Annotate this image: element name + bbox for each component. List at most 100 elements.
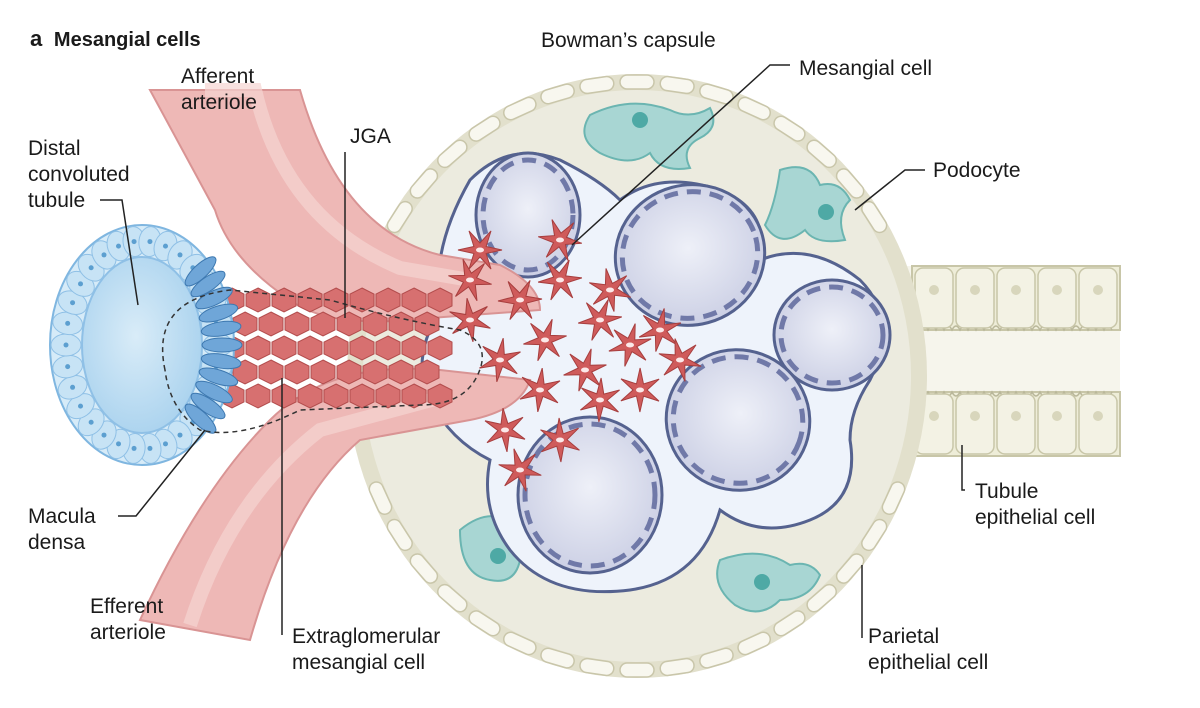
tubule-cell bbox=[955, 393, 995, 455]
macula-label-line1: Macula bbox=[28, 505, 96, 528]
efferent-label-line2: arteriole bbox=[90, 621, 166, 644]
mesangial-cell-nucleus bbox=[596, 397, 604, 403]
parietal-cell bbox=[737, 631, 771, 656]
extraglomerular-cell bbox=[310, 359, 336, 385]
extraglomerular-label-line2: mesangial cell bbox=[292, 651, 426, 674]
tubule-epithelial-label-line2: epithelial cell bbox=[975, 506, 1096, 529]
macula-densa-cell bbox=[198, 367, 239, 387]
extraglomerular-cell bbox=[284, 311, 310, 337]
parietal-cell bbox=[659, 75, 695, 95]
extraglomerular-mesangial-cells bbox=[219, 287, 453, 409]
mesangial-cell-nucleus bbox=[536, 387, 544, 393]
extraglomerular-label-line1: Extraglomerular bbox=[292, 625, 441, 648]
extraglomerular-cell bbox=[349, 335, 375, 361]
extraglomerular-cell bbox=[427, 335, 453, 361]
extraglomerular-cell bbox=[362, 311, 388, 337]
mesangial-cell-nucleus bbox=[496, 357, 504, 363]
distal-label-line1: Distal bbox=[28, 137, 81, 160]
macula-densa-cell bbox=[200, 320, 242, 337]
mesangial-cell-nucleus bbox=[626, 342, 634, 348]
mesangial-cell-nucleus bbox=[656, 327, 664, 333]
panel-letter: a bbox=[30, 26, 43, 51]
macula-densa-cell bbox=[195, 380, 233, 404]
parietal-cell bbox=[437, 583, 468, 613]
mesangial-cell-nucleus bbox=[501, 427, 509, 433]
extraglomerular-cell bbox=[362, 359, 388, 385]
efferent-arteriole bbox=[138, 367, 532, 642]
mesangial-cell-nucleus bbox=[636, 387, 644, 393]
extraglomerular-cell bbox=[245, 335, 271, 361]
extraglomerular-cell bbox=[401, 335, 427, 361]
extraglomerular-cell bbox=[310, 311, 336, 337]
extraglomerular-cell bbox=[349, 287, 375, 313]
afferent-label-line1: Afferent bbox=[181, 65, 255, 88]
extraglomerular-cell bbox=[401, 383, 427, 409]
extraglomerular-cell bbox=[245, 383, 271, 409]
distal-label-line2: convoluted bbox=[28, 163, 130, 186]
tubule-cell bbox=[1037, 393, 1077, 455]
parietal-cell bbox=[881, 481, 906, 515]
extraglomerular-cell bbox=[349, 383, 375, 409]
panel-title: Mesangial cells bbox=[53, 29, 201, 51]
extraglomerular-cell bbox=[284, 359, 310, 385]
parietal-cell bbox=[806, 139, 837, 169]
capillary-endothelium bbox=[480, 157, 886, 569]
parietal-cell bbox=[468, 115, 501, 142]
parietal-cell bbox=[806, 583, 837, 613]
parietal-label-line1: Parietal bbox=[868, 625, 940, 648]
tubule-epithelial-label-line1: Tubule bbox=[975, 480, 1039, 503]
macula-densa-cell bbox=[198, 303, 239, 323]
proximal-tubule bbox=[900, 265, 1121, 457]
parietal-cell bbox=[773, 610, 806, 637]
mesangial-cell-nucleus bbox=[541, 337, 549, 343]
jga-outline bbox=[161, 289, 483, 434]
parietal-cell bbox=[579, 75, 615, 95]
panel-heading: a Mesangial cells bbox=[30, 26, 201, 53]
mesangial-cell-label: Mesangial cell bbox=[799, 57, 933, 80]
extraglomerular-cell bbox=[297, 383, 323, 409]
tubule-cell bbox=[1078, 393, 1118, 455]
parietal-cell bbox=[468, 610, 501, 637]
parietal-cell bbox=[659, 657, 695, 677]
parietal-cell bbox=[579, 657, 615, 677]
mesangial-cells bbox=[448, 219, 702, 492]
mesangial-cell-nucleus bbox=[596, 317, 604, 323]
parietal-cell bbox=[540, 647, 575, 669]
extraglomerular-cell bbox=[323, 383, 349, 409]
tubule-cell bbox=[1078, 267, 1118, 329]
macula-densa-cell bbox=[201, 337, 243, 353]
extraglomerular-cell bbox=[245, 287, 271, 313]
parietal-cell bbox=[409, 168, 439, 199]
macula-densa-cell bbox=[184, 256, 217, 287]
extraglomerular-cell bbox=[375, 335, 401, 361]
extraglomerular-cell bbox=[297, 287, 323, 313]
extraglomerular-cell bbox=[427, 287, 453, 313]
parietal-label-line2: epithelial cell bbox=[868, 651, 989, 674]
parietal-cell bbox=[737, 96, 771, 121]
tubule-cell bbox=[955, 267, 995, 329]
tubule-cell bbox=[1037, 267, 1077, 329]
distal-label-line3: tubule bbox=[28, 189, 86, 212]
tubule-epithelial-cells bbox=[914, 267, 1118, 455]
podocyte-label: Podocyte bbox=[933, 159, 1021, 182]
bowmans-capsule-label: Bowman’s capsule bbox=[541, 29, 716, 52]
tubule-cell bbox=[996, 267, 1036, 329]
extraglomerular-cell bbox=[401, 287, 427, 313]
tubule-cell bbox=[996, 393, 1036, 455]
macula-densa-cell bbox=[190, 270, 226, 298]
efferent-label-line1: Efferent bbox=[90, 595, 164, 618]
extraglomerular-cell bbox=[375, 383, 401, 409]
dct-cell bbox=[57, 375, 88, 400]
mesangial-cell-nucleus bbox=[556, 437, 564, 443]
parietal-cell bbox=[619, 74, 655, 90]
leader-lines bbox=[100, 64, 965, 638]
mesangial-cell-nucleus bbox=[556, 277, 564, 283]
mesangial-cell-nucleus bbox=[466, 277, 474, 283]
macula-densa-cell bbox=[195, 286, 233, 310]
extraglomerular-cell bbox=[336, 311, 362, 337]
mesangial-cell-nucleus bbox=[516, 297, 524, 303]
macula-densa-cells bbox=[184, 256, 243, 434]
parietal-cell bbox=[503, 631, 537, 656]
parietal-cell bbox=[861, 518, 888, 552]
